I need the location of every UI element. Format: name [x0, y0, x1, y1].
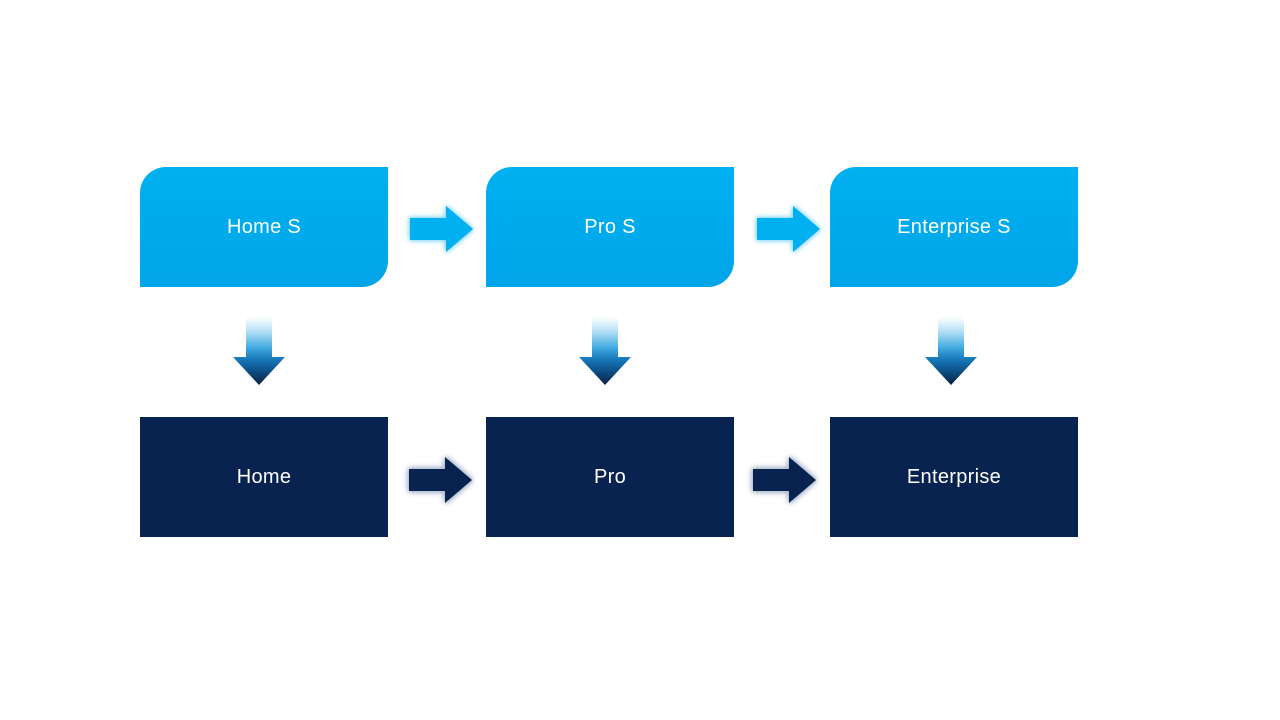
- node-label: Pro: [593, 465, 627, 488]
- right-arrow-icon: [753, 457, 816, 503]
- node-home: Home: [140, 417, 388, 537]
- right-arrow-icon: [757, 206, 820, 252]
- node-enterprise-s: Enterprise S: [830, 167, 1078, 287]
- node-pro-s: Pro S: [486, 167, 734, 287]
- node-enterprise: Enterprise: [830, 417, 1078, 537]
- right-arrow-icon: [409, 457, 472, 503]
- down-arrow-icon: [579, 317, 631, 385]
- down-arrow-icon: [233, 317, 285, 385]
- node-home-s: Home S: [140, 167, 388, 287]
- down-arrow-icon: [925, 317, 977, 385]
- node-label: Home: [236, 465, 292, 488]
- node-label: Enterprise: [906, 465, 1002, 488]
- node-label: Pro S: [584, 215, 636, 238]
- node-pro: Pro: [486, 417, 734, 537]
- right-arrow-icon: [410, 206, 473, 252]
- node-label: Enterprise S: [897, 215, 1011, 238]
- node-label: Home S: [226, 215, 302, 238]
